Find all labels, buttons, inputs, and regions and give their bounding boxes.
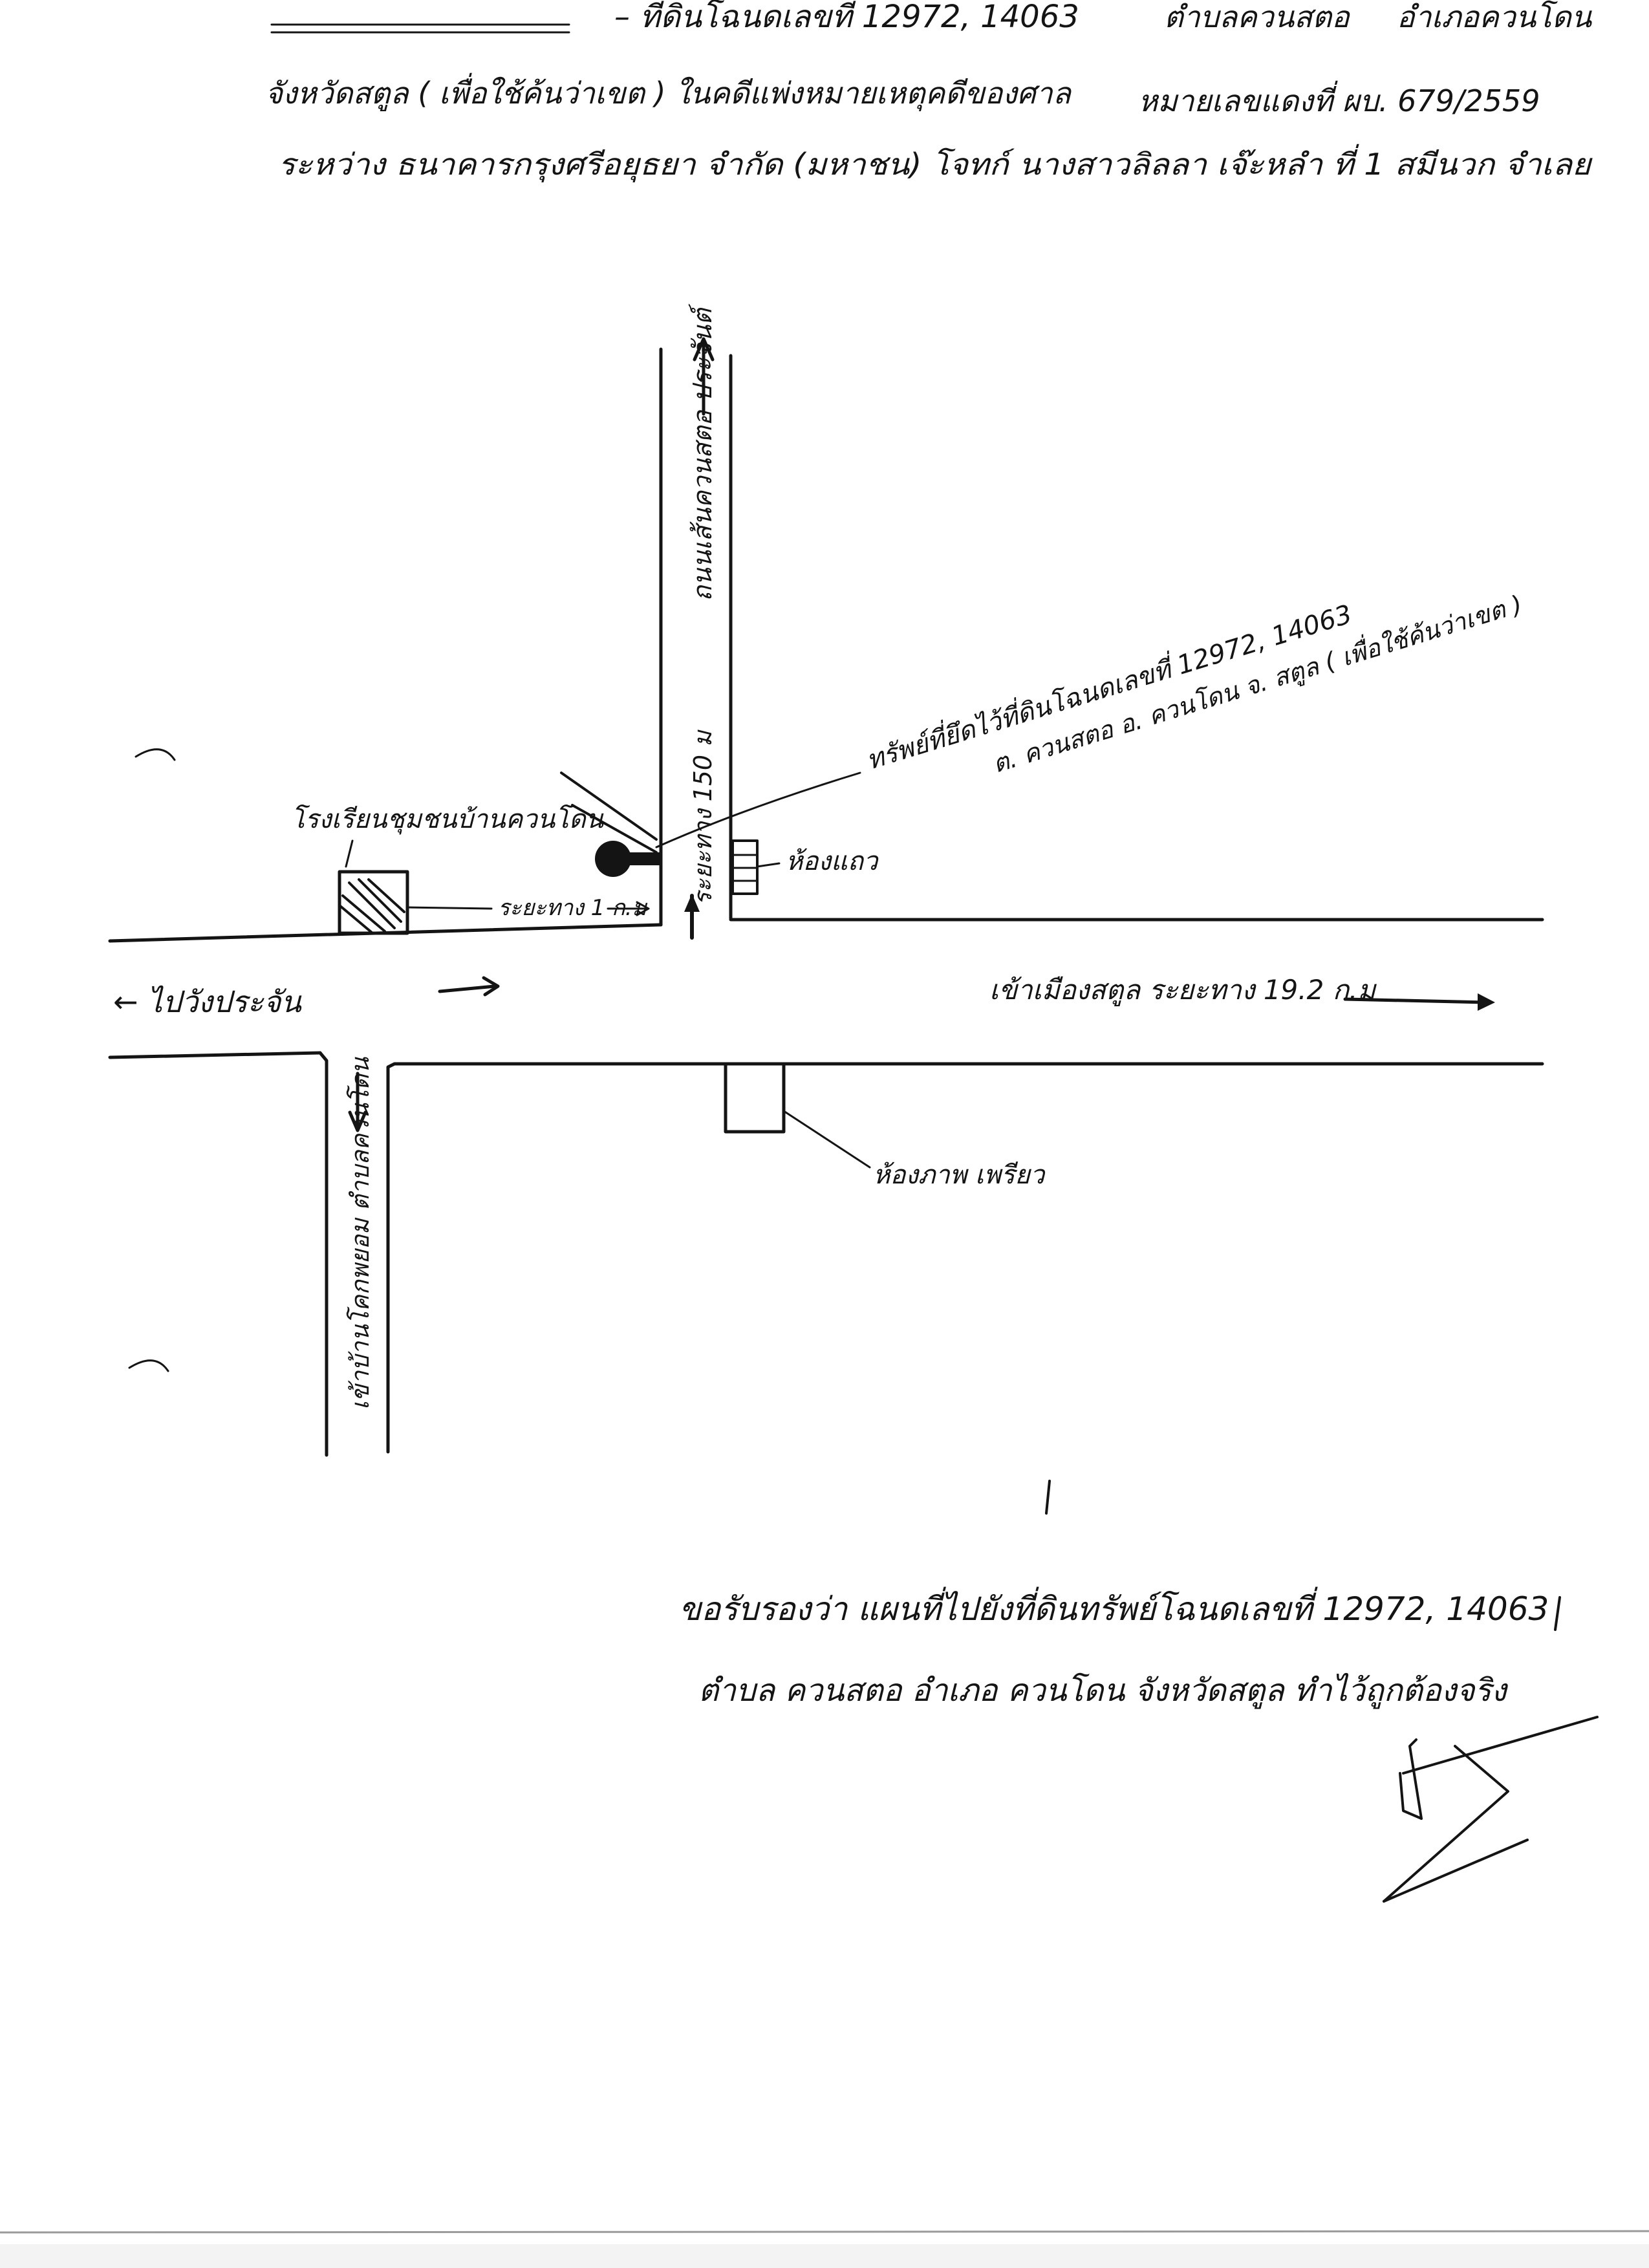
property-marker [560, 772, 861, 877]
shop-glass-building [731, 839, 781, 895]
main-road-east-arrow-small [438, 976, 500, 997]
certification-line-1: ขอรับรองว่า แผนที่ไปยังที่ดินทรัพย์โฉนดเ… [679, 1586, 1549, 1628]
shop-glass-label: ห้องแถว [786, 847, 879, 876]
signature [1383, 1716, 1599, 1903]
junction-north-arrow [684, 894, 700, 940]
header-tambon: ตำบลควนสตอ [1164, 0, 1351, 34]
header: – ที่ดินโฉนดเลขที่ 12972, 14063 ตำบลควนส… [265, 0, 1593, 182]
header-amphoe: อำเภอควนโดน [1397, 0, 1593, 34]
north-road-arrow [693, 337, 715, 416]
certification: ขอรับรองว่า แผนที่ไปยังที่ดินทรัพย์โฉนดเ… [679, 1480, 1561, 1709]
school-building [338, 839, 409, 935]
south-road-arrow [348, 1072, 367, 1132]
road-network [108, 347, 1544, 1457]
road-north-label: ถนนเส้นควนสตอ ประจันต์ [688, 303, 718, 601]
header-line2-left: จังหวัดสตูล ( เพื่อใช้ค้นว่าเขต ) ในคดีแ… [265, 72, 1072, 111]
school-distance-line [406, 901, 650, 916]
scan-artifacts [0, 748, 1649, 2268]
property-label-2: ต. ควนสตอ อ. ควนโดน จ. สตูล ( เพื่อใช้ค้… [988, 587, 1525, 779]
direction-east: เข้าเมืองสตูล ระยะทาง 19.2 ก.ม [989, 974, 1377, 1006]
direction-west: ← ไปวังประจัน [113, 984, 302, 1019]
road-south-label: เข้าบ้านโคกพยอม ตำบลควนโดน [346, 1057, 374, 1410]
shop-south-label: ห้องภาพ เพรียว [873, 1160, 1046, 1190]
header-line3-parties: ระหว่าง ธนาคารกรุงศรีอยุธยา จำกัด (มหาชน… [278, 144, 1593, 182]
road-north-distance: ระยะทาง 150 ม [689, 729, 717, 905]
school-distance: ระยะทาง 1 ก.ม [498, 895, 647, 921]
main-road-east-arrow [1343, 993, 1495, 1011]
header-case-number: หมายเลขแดงที่ ผบ. 679/2559 [1138, 80, 1540, 118]
shop-south-building [724, 1064, 871, 1169]
header-title-fragment: – ที่ดินโฉนดเลขที่ 12972, 14063 [614, 0, 1079, 35]
certification-line-2: ตำบล ควนสตอ อำเภอ ควนโดน จังหวัดสตูล ทำไ… [698, 1672, 1509, 1709]
school-label: โรงเรียนชุมชนบ้านควนโดน [291, 804, 605, 835]
